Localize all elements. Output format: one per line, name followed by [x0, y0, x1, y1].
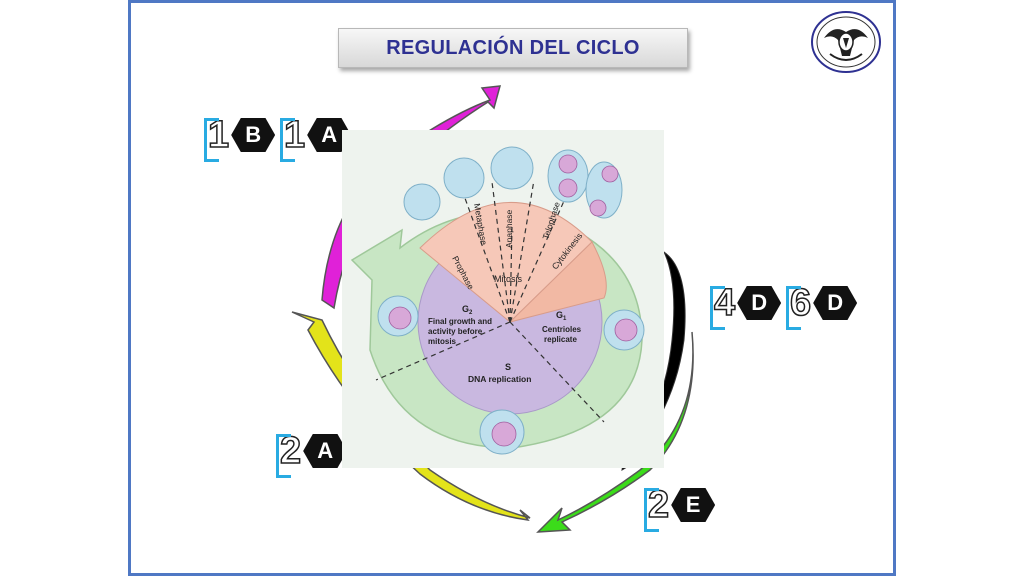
label-anaphase: Anaphase [504, 209, 514, 248]
g1-line-1: Centrioles [542, 325, 582, 334]
badge-1b: 1 B [204, 115, 276, 162]
g2-sub: 2 [469, 310, 473, 316]
label-mitosis: Mitosis [494, 274, 523, 284]
s-name: S [505, 362, 511, 372]
g1-name: G [556, 310, 563, 320]
g1-line-2: replicate [544, 335, 577, 344]
title-bar: REGULACIÓN DEL CICLO [338, 28, 688, 68]
page-title: REGULACIÓN DEL CICLO [386, 36, 640, 59]
green-arrow [536, 331, 694, 533]
badge-6d: 6 D [786, 283, 858, 330]
g2-line-2: activity before [428, 327, 483, 336]
g2-line-1: Final growth and [428, 317, 492, 326]
s-line-1: DNA replication [468, 374, 531, 384]
g2-name: G [462, 304, 469, 314]
svg-text:G1: G1 [556, 310, 567, 322]
svg-text:G2: G2 [462, 304, 473, 316]
badge-4d: 4 D [710, 283, 782, 330]
g1-sub: 1 [563, 316, 567, 322]
university-crest-logo [811, 11, 881, 73]
cell-cycle-diagram: Prophase Metaphase Anaphase Telophase Cy… [342, 130, 664, 468]
badge-2e: 2 E [644, 485, 716, 532]
g2-line-3: mitosis [428, 337, 457, 346]
badge-2a: 2 A [276, 431, 348, 478]
